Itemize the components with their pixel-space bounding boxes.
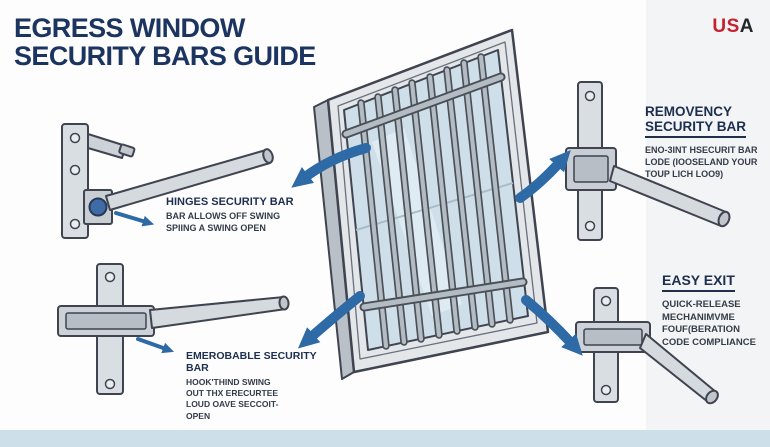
- footer-strip: [0, 430, 770, 447]
- callout-removency-title2: SECURITY BAR: [645, 119, 747, 139]
- callout-removency-line: LODE (IOOSELAND YOUR: [645, 157, 758, 168]
- small-arrow-removable-icon: [136, 337, 175, 354]
- screw-icon: [104, 378, 116, 390]
- callout-removable-line: OPEN: [186, 410, 211, 421]
- callout-easy-exit-line: FOUF(BERATION: [662, 324, 740, 336]
- arrow-to-removency-icon: [515, 150, 571, 203]
- page-title-line2: SECURITY BARS GUIDE: [14, 41, 316, 72]
- screw-icon: [69, 164, 81, 176]
- screw-icon: [69, 132, 81, 144]
- arrow-to-easy-exit-icon: [521, 295, 583, 356]
- page-title: EGRESS WINDOW SECURITY BARS GUIDE: [14, 14, 316, 70]
- callout-removable-line: LOUD OAVE SECCOIT-: [186, 399, 279, 410]
- window-illustration: [313, 28, 550, 380]
- callout-removable-line: HOOK'THIND SWING: [186, 377, 271, 387]
- usa-badge-red: US: [712, 16, 740, 37]
- callout-removency-line: ENO-3INT HSECURIT BAR: [645, 145, 758, 156]
- callout-removable-line: OUT THX ERECURTEE: [186, 388, 279, 399]
- callout-easy-exit-title: EASY EXIT: [662, 272, 735, 292]
- callout-removable-title: EMEROBABLE SECURITY BAR: [186, 350, 317, 374]
- callout-removable: EMEROBABLE SECURITY BAR HOOK'THIND SWING…: [186, 350, 336, 422]
- screw-icon: [69, 218, 81, 230]
- callout-removency-title1: REMOVENCY: [645, 104, 733, 119]
- page-title-line1: EGRESS WINDOW: [14, 13, 245, 43]
- arrow-to-removable-icon: [297, 291, 365, 349]
- screw-icon: [600, 295, 612, 307]
- right-background-band: [646, 0, 770, 447]
- screw-icon: [600, 384, 612, 396]
- callout-hinges: HINGES SECURITY BAR BAR ALLOWS OFF SWING…: [166, 196, 316, 235]
- pivot-icon: [88, 197, 108, 217]
- callout-easy-exit-line: CODE COMPLIANCE: [662, 336, 756, 348]
- screw-icon: [584, 90, 596, 102]
- callout-hinges-line: SPIING A SWING OPEN: [166, 222, 266, 233]
- callout-hinges-title: HINGES SECURITY BAR: [166, 196, 294, 208]
- flow-arrows: [114, 143, 583, 356]
- arrow-to-hinges-icon: [291, 143, 371, 188]
- small-arrow-hinges-icon: [114, 211, 155, 227]
- usa-badge-dark: A: [739, 16, 754, 37]
- callout-removency-line: TOUP LICH LOO9): [645, 168, 724, 179]
- screw-icon: [584, 220, 596, 232]
- usa-badge: USA: [712, 16, 754, 38]
- callout-easy-exit-line: QUICK-RELEASE: [662, 299, 741, 310]
- screw-icon: [104, 271, 116, 283]
- security-grille-bars: [341, 53, 528, 350]
- callout-easy-exit: EASY EXIT QUICK-RELEASE MECHANIMVME FOUF…: [662, 272, 767, 349]
- callout-removency: REMOVENCY SECURITY BAR ENO-3INT HSECURIT…: [645, 104, 767, 181]
- callout-easy-exit-line: MECHANIMVME: [662, 311, 735, 323]
- callout-hinges-line: BAR ALLOWS OFF SWING: [166, 211, 281, 221]
